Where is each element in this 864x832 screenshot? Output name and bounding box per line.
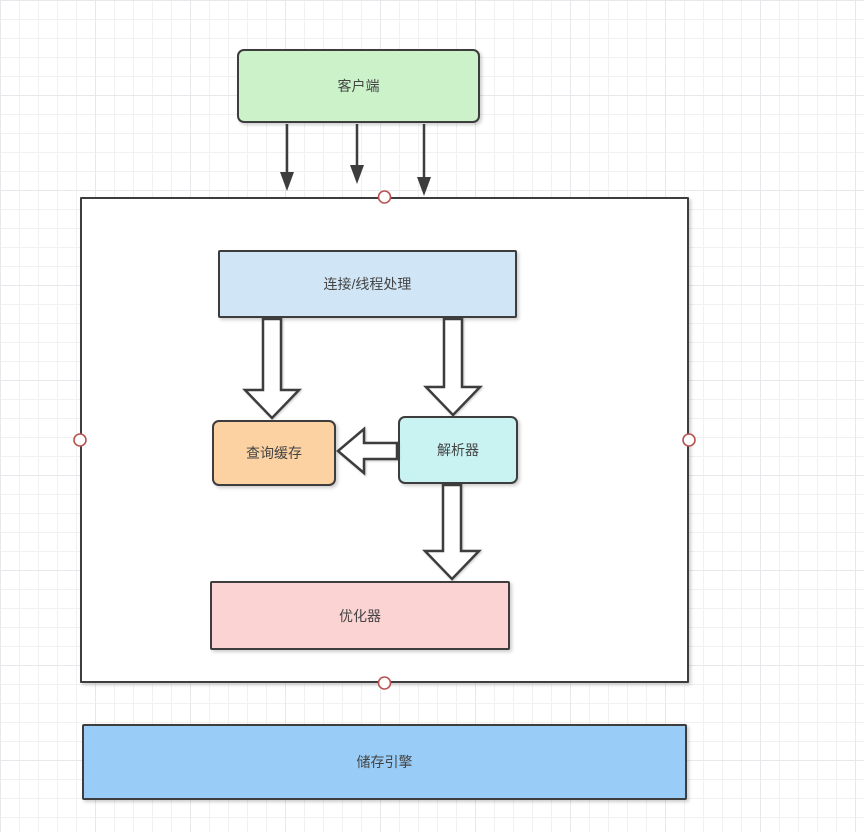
node-parser-label: 解析器	[437, 442, 479, 458]
node-optimizer-label: 优化器	[339, 607, 381, 624]
node-query-cache-label: 查询缓存	[246, 445, 302, 461]
node-client[interactable]: 客户端	[237, 49, 480, 123]
arrow-client-to-container-2[interactable]	[350, 124, 364, 184]
node-parser[interactable]: 解析器	[398, 416, 518, 484]
arrow-client-to-container-1[interactable]	[280, 124, 294, 191]
node-storage-engine[interactable]: 储存引擎	[82, 724, 687, 800]
node-connection-thread-label: 连接/线程处理	[323, 276, 412, 292]
node-optimizer[interactable]: 优化器	[210, 581, 510, 650]
arrow-client-to-container-3[interactable]	[417, 124, 431, 196]
node-client-label: 客户端	[337, 78, 380, 94]
node-storage-engine-label: 储存引擎	[356, 754, 413, 770]
node-connection-thread[interactable]: 连接/线程处理	[218, 250, 517, 318]
node-query-cache[interactable]: 查询缓存	[212, 420, 336, 486]
